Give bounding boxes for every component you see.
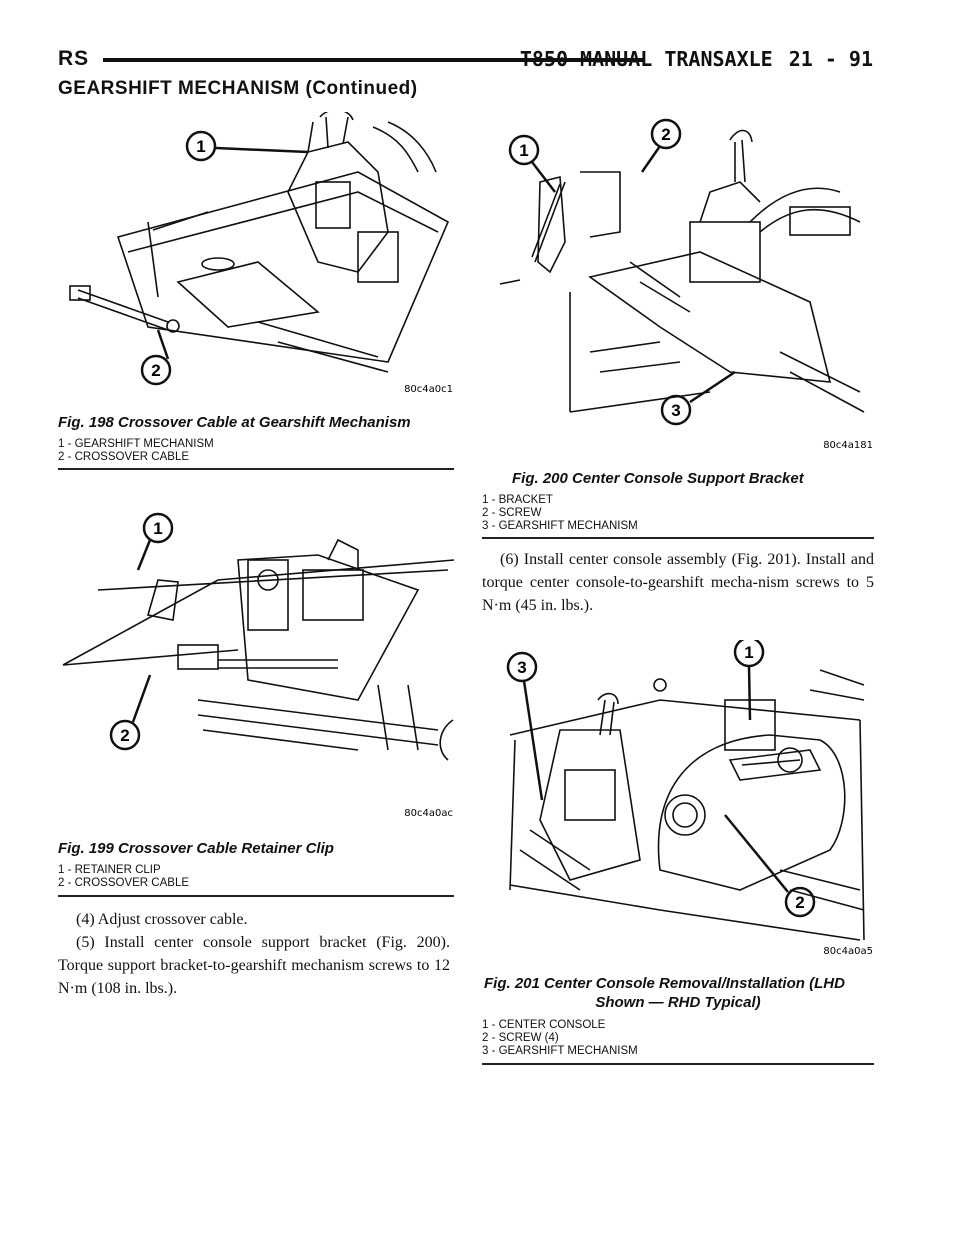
fig201-callout-1: 1	[744, 643, 753, 662]
legend-item: 2 - CROSSOVER CABLE	[58, 451, 190, 463]
fig200-callout-3: 3	[671, 401, 680, 420]
fig200-legend: 1 - BRACKET 2 - SCREW 3 - GEARSHIFT MECH…	[482, 494, 638, 533]
page-number: 21 - 91	[788, 47, 873, 71]
legend-item: 2 - CROSSOVER CABLE	[58, 877, 190, 889]
header-section-code: RS	[58, 47, 90, 70]
legend-item: 1 - RETAINER CLIP	[58, 864, 161, 876]
fig200-rule	[482, 537, 874, 539]
fig200-callout-2: 2	[661, 125, 670, 144]
fig199-caption: Fig. 199 Crossover Cable Retainer Clip	[58, 840, 334, 857]
header-title-block: T850 MANUAL TRANSAXLE 21 - 91	[520, 47, 873, 71]
figure-201-illustration: 1 3 2 80c4a0a5	[480, 640, 874, 960]
legend-item: 1 - GEARSHIFT MECHANISM	[58, 438, 214, 450]
fig201-caption-line2: Shown — RHD Typical)	[595, 994, 761, 1011]
right-column-text: (6) Install center console assembly (Fig…	[482, 548, 874, 617]
legend-item: 2 - SCREW (4)	[482, 1032, 559, 1044]
legend-item: 3 - GEARSHIFT MECHANISM	[482, 520, 638, 532]
fig200-callout-1: 1	[519, 141, 528, 160]
legend-item: 2 - SCREW	[482, 507, 542, 519]
step-6: (6) Install center console assembly (Fig…	[482, 551, 874, 614]
fig198-callout-2: 2	[151, 361, 160, 380]
fig201-legend: 1 - CENTER CONSOLE 2 - SCREW (4) 3 - GEA…	[482, 1019, 638, 1058]
fig198-code: 80c4a0c1	[404, 384, 453, 395]
legend-item: 1 - CENTER CONSOLE	[482, 1019, 606, 1031]
fig201-callout-3: 3	[517, 658, 526, 677]
fig199-callout-2: 2	[120, 726, 129, 745]
legend-item: 1 - BRACKET	[482, 494, 553, 506]
figure-199-illustration: 1 2 80c4a0ac	[58, 500, 454, 822]
fig201-rule	[482, 1063, 874, 1065]
fig200-caption: Fig. 200 Center Console Support Bracket	[512, 470, 804, 487]
fig201-code: 80c4a0a5	[823, 946, 873, 957]
header-title: T850 MANUAL TRANSAXLE	[519, 47, 773, 71]
section-title: GEARSHIFT MECHANISM (Continued)	[58, 78, 418, 99]
fig201-caption-line1: Fig. 201 Center Console Removal/Installa…	[484, 975, 845, 992]
fig199-rule	[58, 895, 454, 897]
left-column-text: (4) Adjust crossover cable. (5) Install …	[58, 908, 450, 1000]
fig198-legend: 1 - GEARSHIFT MECHANISM 2 - CROSSOVER CA…	[58, 438, 214, 464]
fig198-caption: Fig. 198 Crossover Cable at Gearshift Me…	[58, 414, 411, 431]
step-5: (5) Install center console support brack…	[58, 934, 450, 997]
step-4: (4) Adjust crossover cable.	[76, 911, 248, 928]
legend-item: 3 - GEARSHIFT MECHANISM	[482, 1045, 638, 1057]
fig201-callout-2: 2	[795, 893, 804, 912]
fig199-callout-1: 1	[153, 519, 162, 538]
fig200-code: 80c4a181	[823, 440, 873, 451]
header-rule	[103, 58, 644, 62]
fig198-rule	[58, 468, 454, 470]
fig199-code: 80c4a0ac	[404, 808, 453, 819]
figure-198-illustration: 1 2 80c4a0c1	[58, 112, 454, 404]
fig198-callout-1: 1	[196, 137, 205, 156]
figure-200-illustration: 1 2 3 80c4a181	[480, 112, 874, 457]
fig199-legend: 1 - RETAINER CLIP 2 - CROSSOVER CABLE	[58, 864, 189, 890]
